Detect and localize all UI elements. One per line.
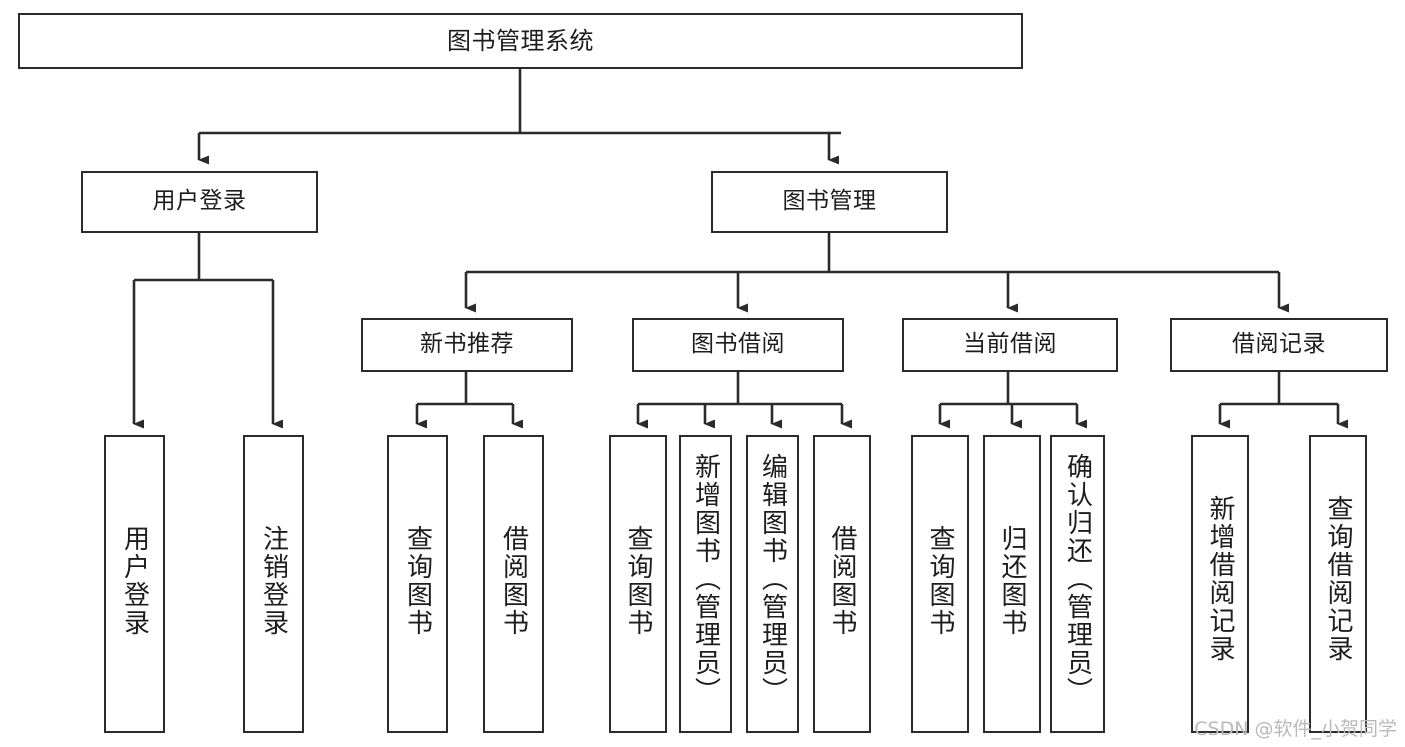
node-leaf-confirm-return-admin[interactable]: 确认归还（管理员） [1050,435,1105,733]
node-root-system[interactable]: 图书管理系统 [18,13,1023,69]
node-label: 查询图书 [623,525,653,637]
node-leaf-query-books-borrow[interactable]: 查询图书 [609,435,667,733]
node-label: 编辑图书（管理员） [757,453,788,705]
node-leaf-return-books[interactable]: 归还图书 [983,435,1041,733]
node-label: 图书管理系统 [447,26,594,55]
node-book-management[interactable]: 图书管理 [711,171,948,233]
watermark-text: CSDN @软件_小贺同学 [1194,718,1397,740]
node-label: 图书管理 [782,188,877,215]
node-label: 借阅图书 [498,525,529,637]
node-label: 查询借阅记录 [1323,495,1353,663]
node-label: 注销登录 [258,525,289,637]
node-label: 借阅图书 [827,525,857,637]
node-label: 新增图书（管理员） [690,453,721,705]
node-leaf-borrow-books-recommend[interactable]: 借阅图书 [483,435,544,733]
node-borrow-record[interactable]: 借阅记录 [1170,318,1388,372]
node-user-login[interactable]: 用户登录 [81,171,318,233]
node-book-borrow[interactable]: 图书借阅 [632,318,844,372]
node-label: 用户登录 [152,188,247,215]
node-leaf-query-books-current[interactable]: 查询图书 [911,435,969,733]
node-leaf-logout[interactable]: 注销登录 [243,435,304,733]
node-label: 用户登录 [119,525,150,637]
node-leaf-user-login[interactable]: 用户登录 [104,435,165,733]
node-leaf-add-book-admin[interactable]: 新增图书（管理员） [679,435,732,733]
node-label: 查询图书 [925,525,955,637]
node-label: 归还图书 [997,525,1027,637]
node-leaf-edit-book-admin[interactable]: 编辑图书（管理员） [746,435,799,733]
node-label: 新书推荐 [420,331,514,358]
node-label: 查询图书 [402,525,433,637]
node-current-borrow[interactable]: 当前借阅 [902,318,1118,372]
node-label: 确认归还（管理员） [1062,453,1093,705]
node-label: 借阅记录 [1232,331,1326,358]
node-label: 当前借阅 [963,331,1057,358]
node-label: 新增借阅记录 [1205,495,1235,663]
node-leaf-query-borrow-record[interactable]: 查询借阅记录 [1309,435,1367,733]
node-leaf-query-books-recommend[interactable]: 查询图书 [387,435,448,733]
node-leaf-borrow-books-borrow[interactable]: 借阅图书 [813,435,871,733]
node-label: 图书借阅 [691,331,785,358]
node-leaf-add-borrow-record[interactable]: 新增借阅记录 [1191,435,1249,733]
node-new-book-recommend[interactable]: 新书推荐 [361,318,573,372]
